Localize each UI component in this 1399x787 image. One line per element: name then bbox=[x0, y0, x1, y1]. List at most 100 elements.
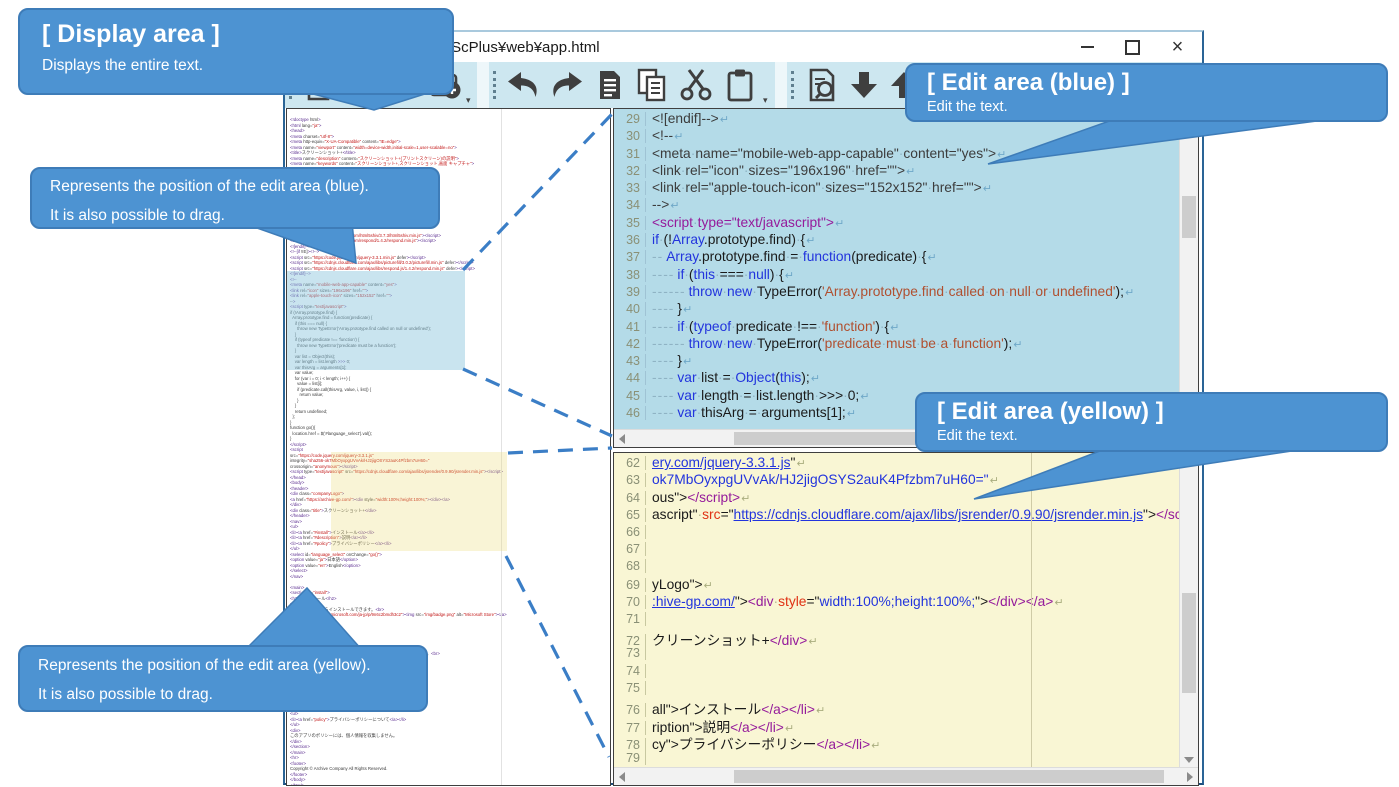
minimap-line: } bbox=[290, 436, 292, 441]
space-dot: · bbox=[738, 387, 744, 403]
scroll-left-icon[interactable] bbox=[619, 772, 625, 782]
minimap-line: <select id="language_select" onChange="g… bbox=[290, 551, 382, 557]
arrow-up-icon bbox=[891, 72, 917, 98]
code-line[interactable]: 68 bbox=[614, 559, 1179, 576]
scrollbar-thumb[interactable] bbox=[734, 770, 1164, 783]
yellow-area-indicator[interactable] bbox=[331, 452, 507, 551]
move-up-button[interactable] bbox=[885, 66, 923, 104]
code-text: <link·rel="apple-touch-icon"·sizes="152x… bbox=[652, 180, 992, 196]
find-button[interactable] bbox=[803, 66, 841, 104]
code-line[interactable]: 37--Array.prototype.find·=·function(pred… bbox=[614, 249, 1179, 266]
blue-area-indicator[interactable] bbox=[287, 271, 465, 370]
column-guide bbox=[1031, 453, 1032, 768]
code-line[interactable]: 29<![endif]-->↵ bbox=[614, 111, 1179, 128]
scroll-down-icon[interactable] bbox=[1184, 757, 1194, 763]
code-text: ----var·length·=·list.length·>>>·0;↵ bbox=[652, 387, 870, 403]
blue-code-text[interactable]: 29<![endif]-->↵30<!--↵31<meta·name="mobi… bbox=[614, 111, 1179, 430]
line-number: 78 bbox=[614, 738, 646, 753]
maximize-icon bbox=[1125, 39, 1140, 55]
code-line[interactable]: 71 bbox=[614, 611, 1179, 629]
close-button[interactable]: × bbox=[1155, 32, 1200, 62]
minimap-line: function go(){ bbox=[290, 425, 316, 430]
line-number: 46 bbox=[614, 406, 646, 421]
minimap-line: <nav> bbox=[290, 518, 302, 524]
minimize-button[interactable] bbox=[1065, 32, 1110, 62]
yellow-vertical-scrollbar[interactable] bbox=[1179, 453, 1198, 768]
scrollbar-thumb[interactable] bbox=[1182, 196, 1196, 238]
code-line[interactable]: 31<meta·name="mobile-web-app-capable"·co… bbox=[614, 146, 1179, 163]
line-number: 39 bbox=[614, 284, 646, 299]
toolbar-grip[interactable] bbox=[791, 71, 794, 99]
code-line[interactable]: 39------throw·new·TypeError('Array.proto… bbox=[614, 284, 1179, 301]
toolbar-overflow-icon[interactable]: ▾ bbox=[466, 95, 471, 105]
callout-position-blue: Represents the position of the edit area… bbox=[30, 167, 440, 229]
minimap-line: crossorigin="anonymous"></script> bbox=[290, 463, 358, 469]
code-line[interactable]: 74 bbox=[614, 663, 1179, 681]
blue-vertical-scrollbar[interactable] bbox=[1179, 109, 1198, 430]
code-text: <!--↵ bbox=[652, 128, 684, 144]
code-line[interactable]: 40----}↵ bbox=[614, 301, 1179, 318]
move-down-button[interactable] bbox=[845, 66, 883, 104]
redo-button[interactable] bbox=[547, 66, 585, 104]
code-line[interactable]: 30<!--↵ bbox=[614, 128, 1179, 145]
eol-mark: ↵ bbox=[674, 131, 684, 144]
code-line[interactable]: 34-->↵ bbox=[614, 197, 1179, 214]
code-line[interactable]: 33<link·rel="apple-touch-icon"·sizes="15… bbox=[614, 180, 1179, 197]
paste-button[interactable] bbox=[721, 66, 759, 104]
code-line[interactable]: 44----var·list·=·Object(this);↵ bbox=[614, 370, 1179, 387]
code-line[interactable]: 79 bbox=[614, 750, 1179, 768]
callout-title: [ Display area ] bbox=[42, 20, 220, 48]
undo-button[interactable] bbox=[505, 66, 543, 104]
scroll-left-icon[interactable] bbox=[619, 434, 625, 444]
code-line[interactable]: 43----}↵ bbox=[614, 353, 1179, 370]
copy-button[interactable] bbox=[633, 66, 671, 104]
code-line[interactable]: 66 bbox=[614, 524, 1179, 542]
code-line[interactable]: 32<link·rel="icon"·sizes="196x196"·href=… bbox=[614, 163, 1179, 180]
toolbar-separator bbox=[477, 62, 489, 108]
yellow-horizontal-scrollbar[interactable] bbox=[614, 767, 1198, 785]
scrollbar-thumb[interactable] bbox=[1182, 593, 1196, 693]
cut-button[interactable] bbox=[677, 66, 715, 104]
code-line[interactable]: 67 bbox=[614, 541, 1179, 559]
arrow-down-icon bbox=[851, 72, 877, 98]
code-line[interactable]: 70:hive-gp.com/"><div·style="width:100%;… bbox=[614, 594, 1179, 611]
line-number: 71 bbox=[614, 611, 646, 626]
code-line[interactable]: 45----var·length·=·list.length·>>>·0;↵ bbox=[614, 388, 1179, 405]
callout-body: Edit the text. bbox=[927, 98, 1008, 115]
toolbar-overflow-icon[interactable]: ▾ bbox=[763, 95, 768, 105]
line-number: 32 bbox=[614, 163, 646, 178]
line-number: 72 bbox=[614, 633, 646, 648]
code-line[interactable]: 35<script·type="text/javascript">↵ bbox=[614, 215, 1179, 232]
maximize-button[interactable] bbox=[1110, 32, 1155, 62]
scroll-right-icon[interactable] bbox=[1187, 772, 1193, 782]
indent-marks: ---- bbox=[652, 301, 675, 317]
scroll-up-icon[interactable] bbox=[1184, 458, 1194, 464]
space-dot: · bbox=[690, 145, 696, 161]
space-dot: · bbox=[927, 180, 933, 196]
code-line[interactable]: 46----var·thisArg·=·arguments[1];↵ bbox=[614, 405, 1179, 422]
minimize-icon bbox=[1081, 46, 1094, 48]
line-number: 65 bbox=[614, 508, 646, 523]
code-line[interactable]: 42------throw·new·TypeError('predicate·m… bbox=[614, 336, 1179, 353]
code-line[interactable]: 38----if·(this·===·null)·{↵ bbox=[614, 267, 1179, 284]
eol-mark: ↵ bbox=[815, 705, 826, 718]
line-number: 79 bbox=[614, 750, 646, 765]
code-line[interactable]: 73 bbox=[614, 646, 1179, 663]
minimap-line: var length = list.length >>> 0; bbox=[290, 359, 351, 364]
select-all-button[interactable] bbox=[591, 66, 629, 104]
code-line[interactable]: 75 bbox=[614, 681, 1179, 698]
code-line[interactable]: 41----if·(typeof·predicate·!==·'function… bbox=[614, 319, 1179, 336]
toolbar-grip[interactable] bbox=[493, 71, 496, 99]
